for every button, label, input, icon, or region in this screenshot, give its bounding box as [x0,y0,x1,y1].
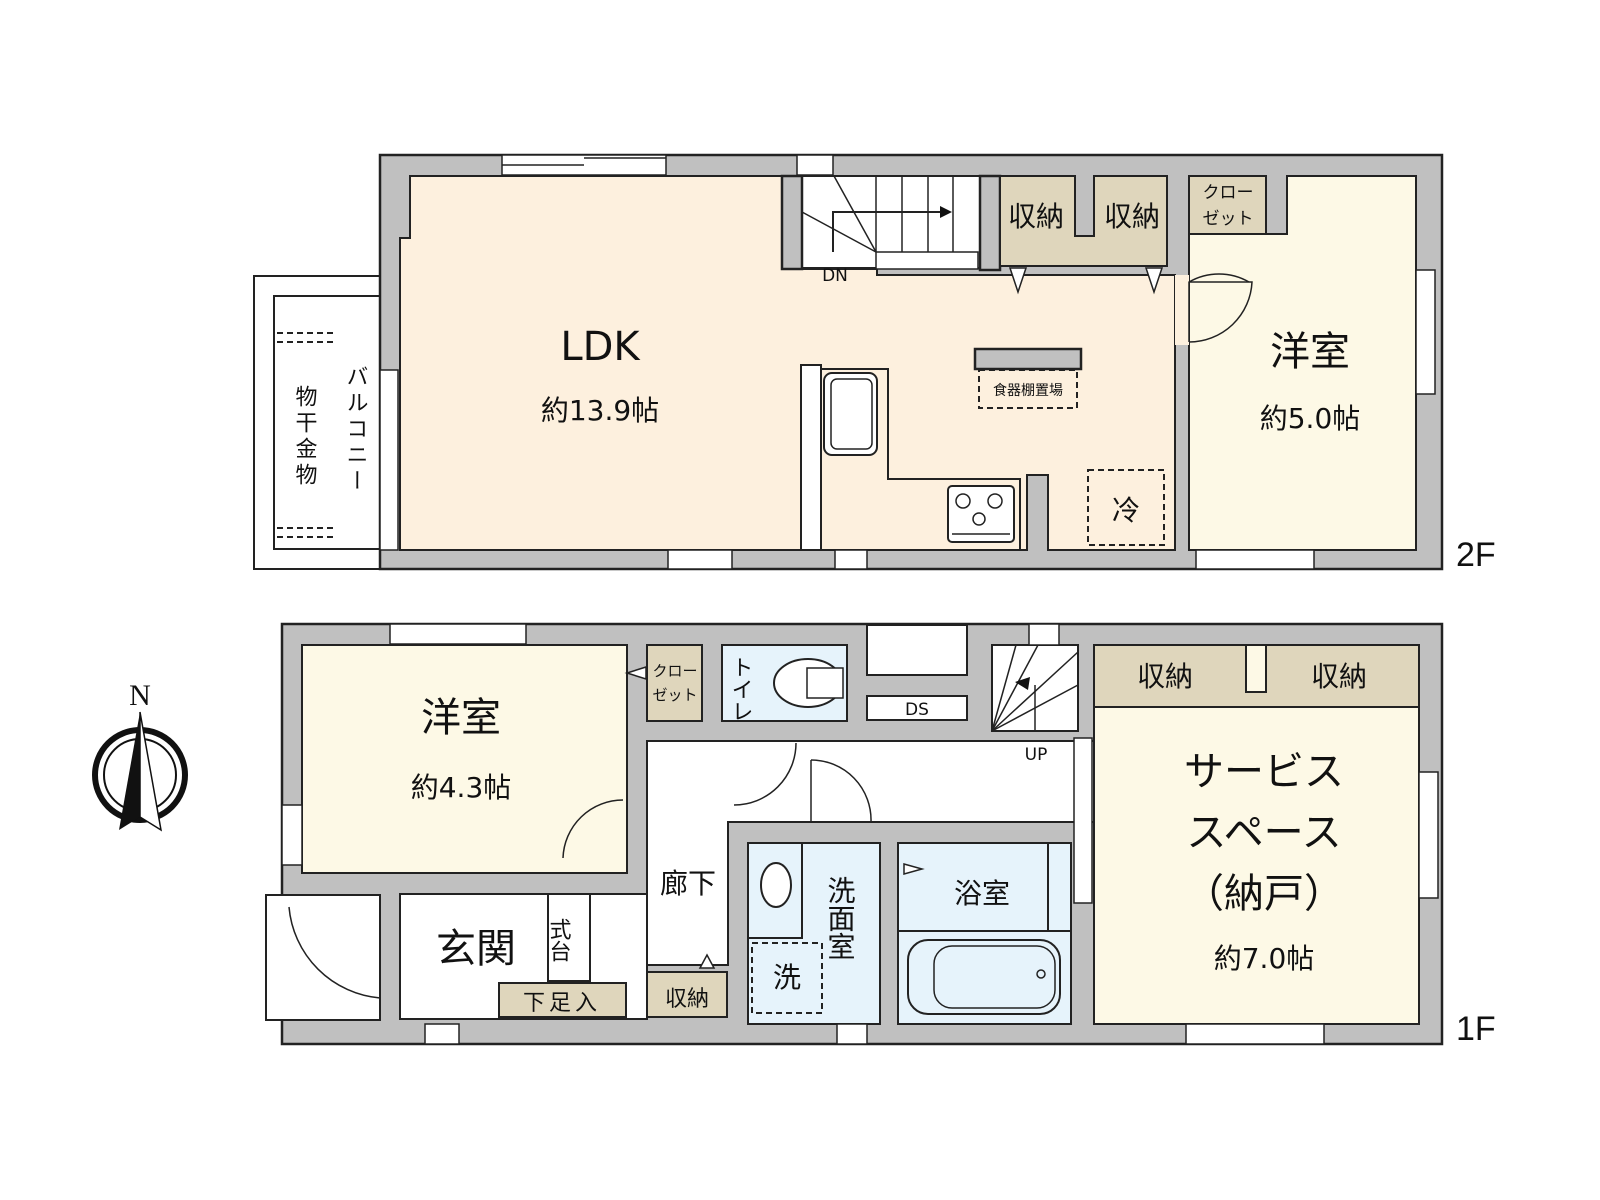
hallway-label: 廊下 [660,867,716,900]
shikidai-label: 式台 [546,918,571,962]
stairs-down-label: DN [822,266,848,286]
windows-1f [281,623,1439,1045]
floor-1f [265,622,1444,1046]
ds-label: DS [905,700,929,720]
basin-icon [760,862,792,908]
toilet-icon [773,658,844,708]
storage-1f-group [1093,644,1420,708]
compass-north-label: N [129,679,151,712]
floor-label-2f: 2F [1456,536,1496,574]
room-western-1f [301,644,628,874]
doors-1f[interactable] [288,742,872,999]
stairs-2f[interactable] [801,175,981,270]
room-name-service-line1: サービス [1184,749,1344,795]
room-western-2f [1188,175,1417,551]
washroom-label: 洗面室 [824,876,857,960]
room-name-service-line3: （納戸） [1184,871,1344,917]
balcony-note: 物干金物 [292,385,318,489]
shoe-box-label: 下足入 [523,991,601,1016]
fridge-label: 冷 [1112,494,1140,527]
room-area-western-1f: 約4.3帖 [411,771,512,804]
windows-2f [379,154,1436,570]
stairs-1f[interactable] [991,644,1079,732]
cupboard-label: 食器棚置場 [993,382,1063,399]
bathroom-label: 浴室 [954,877,1010,910]
ds-space [866,695,968,721]
closet-label-line1: クロー [1203,183,1254,203]
basin-counter [747,842,803,939]
shikidai [547,893,591,982]
room-service-space [1093,644,1420,1025]
shoe-box [498,982,627,1018]
closet-label-line2: ゼット [652,686,697,704]
washer-space [751,942,823,1014]
storage-label: 収納 [1311,660,1367,693]
storage-1f-3 [646,971,728,1018]
closet-label-line1: クロー [652,662,697,680]
stairs-up-label: UP [1025,745,1048,765]
closet-label-line2: ゼット [1203,209,1254,229]
closet-1f [646,644,703,722]
entrance-porch [265,894,381,1021]
stove-icon [947,485,1015,543]
storage-2f-group [999,175,1168,295]
toilet-label: トイレ [728,656,753,722]
room-bathroom [897,842,1072,1025]
balcony [253,275,381,570]
storage-label: 収納 [1008,200,1064,233]
door-western-2f[interactable] [1175,273,1253,345]
balcony-label: バルコニー [343,365,368,495]
storage-label: 収納 [1104,200,1160,233]
compass-icon [92,711,188,832]
room-area-western-2f: 約5.0帖 [1260,402,1361,435]
sink-icon [823,372,878,456]
room-name-service-line2: スペース [1186,810,1341,856]
cupboard-space [973,347,1083,409]
room-name-western-1f: 洋室 [421,695,501,741]
bathtub-icon [907,939,1061,1015]
room-name-ldk: LDK [560,324,641,370]
washer-label: 洗 [773,961,801,994]
entrance-label: 玄関 [436,926,516,972]
room-area-ldk: 約13.9帖 [541,394,659,427]
room-name-western-2f: 洋室 [1270,329,1350,375]
closet-2f [1188,175,1267,235]
floor-label-1f: 1F [1456,1010,1496,1048]
kitchen-counter [800,364,1021,551]
floor-2f [253,153,1444,571]
storage-label: 収納 [665,987,709,1012]
storage-label: 収納 [1137,660,1193,693]
fridge-space [1087,469,1165,546]
room-area-service: 約7.0帖 [1214,942,1315,975]
